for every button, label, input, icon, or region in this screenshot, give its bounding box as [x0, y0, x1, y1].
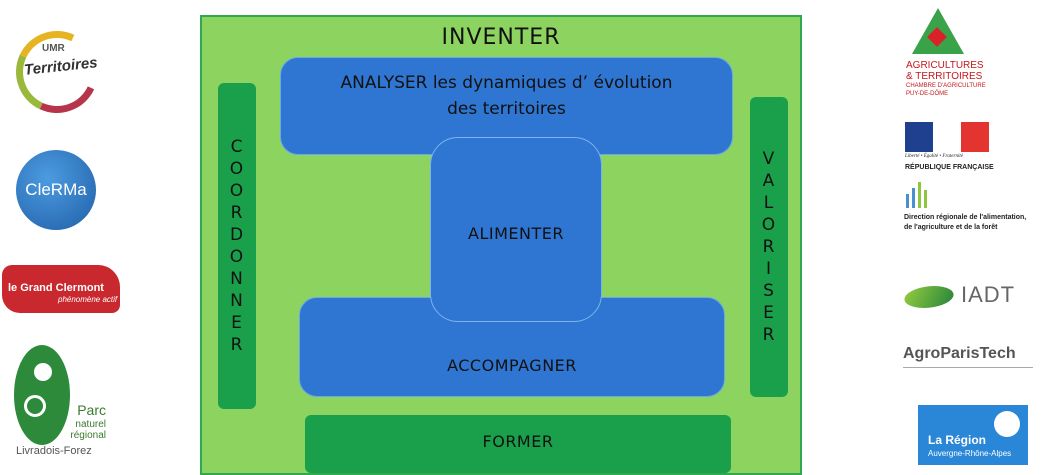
parc-sun-icon — [34, 363, 52, 381]
former-bar: FORMER — [305, 415, 731, 473]
agri-text-4: PUY-DE-DÔME — [906, 91, 949, 97]
umr-territoires-logo: UMR Territoires — [4, 19, 110, 125]
iadt-text: IADT — [961, 282, 1016, 307]
valoriser-letter: S — [763, 281, 775, 301]
parc-livradois-forez-logo: Parc naturel régional Livradois-Forez — [14, 345, 114, 463]
agroparistech-text: AgroParisTech — [903, 345, 1016, 362]
valoriser-letter: O — [761, 215, 777, 235]
umr-top-text: UMR — [42, 43, 65, 54]
iadt-logo: IADT — [899, 280, 1025, 316]
coordonner-letter: N — [230, 291, 244, 311]
coordonner-letter: D — [229, 225, 245, 245]
coordonner-letter: C — [230, 137, 244, 157]
parc-wheel-icon — [24, 395, 46, 417]
agri-text-2: & TERRITOIRES — [906, 71, 983, 82]
iadt-swoosh-icon — [899, 286, 959, 308]
coordonner-letter: O — [229, 247, 245, 267]
accompagner-label: ACCOMPAGNER — [447, 356, 577, 375]
grand-clermont-text: le Grand Clermont — [8, 282, 104, 294]
grand-clermont-blob-icon — [2, 265, 120, 313]
grand-clermont-tagline: phénomène actif — [58, 295, 118, 304]
region-text-1: La Région — [928, 433, 987, 447]
region-aura-logo: La Région Auvergne-Rhône-Alpes — [918, 405, 1028, 465]
valoriser-letter: R — [762, 325, 776, 345]
agri-text-3: CHAMBRE D'AGRICULTURE — [906, 83, 986, 89]
coordonner-letter: R — [230, 335, 244, 355]
coordonner-letter: R — [230, 203, 244, 223]
inventer-label: INVENTER — [441, 25, 561, 50]
valoriser-letter: V — [762, 149, 776, 169]
alimenter-label: ALIMENTER — [468, 224, 564, 243]
parc-oval-icon — [14, 345, 70, 445]
draaf-text-1: Direction régionale de l'alimentation, — [904, 214, 1027, 221]
rf-name: RÉPUBLIQUE FRANÇAISE — [905, 164, 994, 171]
agroparistech-logo: AgroParisTech — [903, 345, 1041, 375]
rf-motto: Liberté • Égalité • Fraternité — [905, 154, 963, 159]
valoriser-letter: R — [762, 237, 776, 257]
french-flag-icon — [905, 122, 989, 152]
republique-francaise-logo: Liberté • Égalité • Fraternité RÉPUBLIQU… — [905, 122, 995, 178]
valoriser-letter: A — [762, 171, 776, 191]
valoriser-letter: I — [765, 259, 772, 279]
grand-clermont-logo: le Grand Clermont phénomène actif — [2, 265, 122, 315]
clerma-logo: CleRMa — [16, 150, 96, 230]
coordonner-letter: N — [230, 269, 244, 289]
region-text-2: Auvergne-Rhône-Alpes — [928, 449, 1012, 458]
coordonner-letter: E — [231, 313, 243, 333]
coordonner-letter: O — [229, 181, 245, 201]
agri-text-1: AGRICULTURES — [906, 60, 984, 71]
parc-text-1: Parc — [77, 402, 106, 418]
parc-text-3: régional — [70, 430, 106, 441]
region-circle-icon — [994, 411, 1020, 437]
draaf-logo: Direction régionale de l'alimentation, d… — [902, 180, 1045, 240]
chambre-agriculture-logo: AGRICULTURES & TERRITOIRES CHAMBRE D'AGR… — [898, 8, 998, 108]
draaf-bars-icon — [906, 180, 936, 208]
agroparistech-underline — [903, 367, 1033, 368]
clerma-text: CleRMa — [25, 180, 87, 199]
valoriser-letter: L — [763, 193, 775, 213]
coordonner-letter: O — [229, 159, 245, 179]
draaf-text-2: de l'agriculture et de la forêt — [904, 224, 998, 231]
parc-text-2: naturel — [75, 419, 106, 430]
parc-text-4: Livradois-Forez — [16, 445, 92, 457]
analyser-line-2: des territoires — [447, 99, 566, 119]
valoriser-letter: E — [763, 303, 775, 323]
analyser-line-1: ANALYSER les dynamiques d’ évolution — [340, 73, 673, 93]
alimenter-box: ALIMENTER — [430, 137, 602, 322]
former-label: FORMER — [482, 432, 554, 451]
